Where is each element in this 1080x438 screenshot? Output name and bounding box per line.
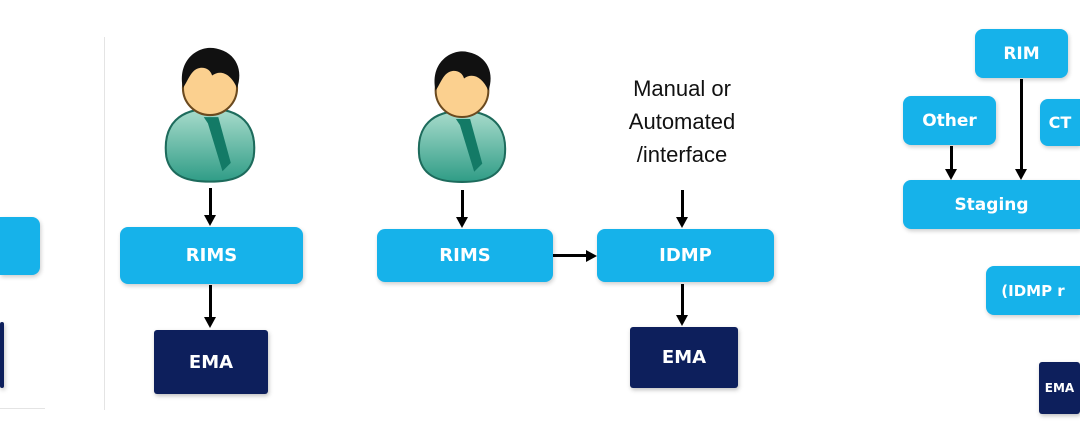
- arrow-head: [204, 317, 216, 328]
- note-line: /interface: [636, 142, 728, 167]
- rims-box: RIMS: [377, 229, 553, 282]
- arrow-head: [586, 250, 597, 262]
- ema-box: EMA: [1039, 362, 1080, 414]
- person-icon: [411, 44, 513, 186]
- left-dark-box: [0, 322, 4, 388]
- arrow-head: [945, 169, 957, 180]
- ema-box: EMA: [154, 330, 268, 394]
- arrow-rims-to-idmp: [553, 254, 587, 257]
- arrow-rim-to-staging: [1020, 79, 1023, 170]
- note-line: Automated: [628, 109, 736, 134]
- panel-divider: [104, 37, 105, 410]
- arrow-head: [676, 217, 688, 228]
- arrow-person-to-rims: [209, 188, 212, 216]
- rim-box: RIM: [975, 29, 1068, 78]
- idmp-box: (IDMP r: [986, 266, 1080, 315]
- person-icon: [158, 40, 262, 186]
- ct-box: CT: [1040, 99, 1080, 146]
- left-bottom-divider: [0, 408, 45, 409]
- arrow-person-to-rims: [461, 190, 464, 218]
- other-box: Other: [903, 96, 996, 145]
- left-light-box: [0, 217, 40, 275]
- arrow-rims-to-ema: [209, 285, 212, 318]
- idmp-box: IDMP: [597, 229, 774, 282]
- arrow-head: [204, 215, 216, 226]
- arrow-note-to-idmp: [681, 190, 684, 218]
- interface-note: Manual or Automated /interface: [602, 72, 762, 171]
- ema-box: EMA: [630, 327, 738, 388]
- note-line: Manual or: [633, 76, 731, 101]
- staging-box: Staging: [903, 180, 1080, 229]
- arrow-other-to-staging: [950, 146, 953, 170]
- arrow-head: [1015, 169, 1027, 180]
- rims-box: RIMS: [120, 227, 303, 284]
- arrow-idmp-to-ema: [681, 284, 684, 316]
- arrow-head: [456, 217, 468, 228]
- arrow-head: [676, 315, 688, 326]
